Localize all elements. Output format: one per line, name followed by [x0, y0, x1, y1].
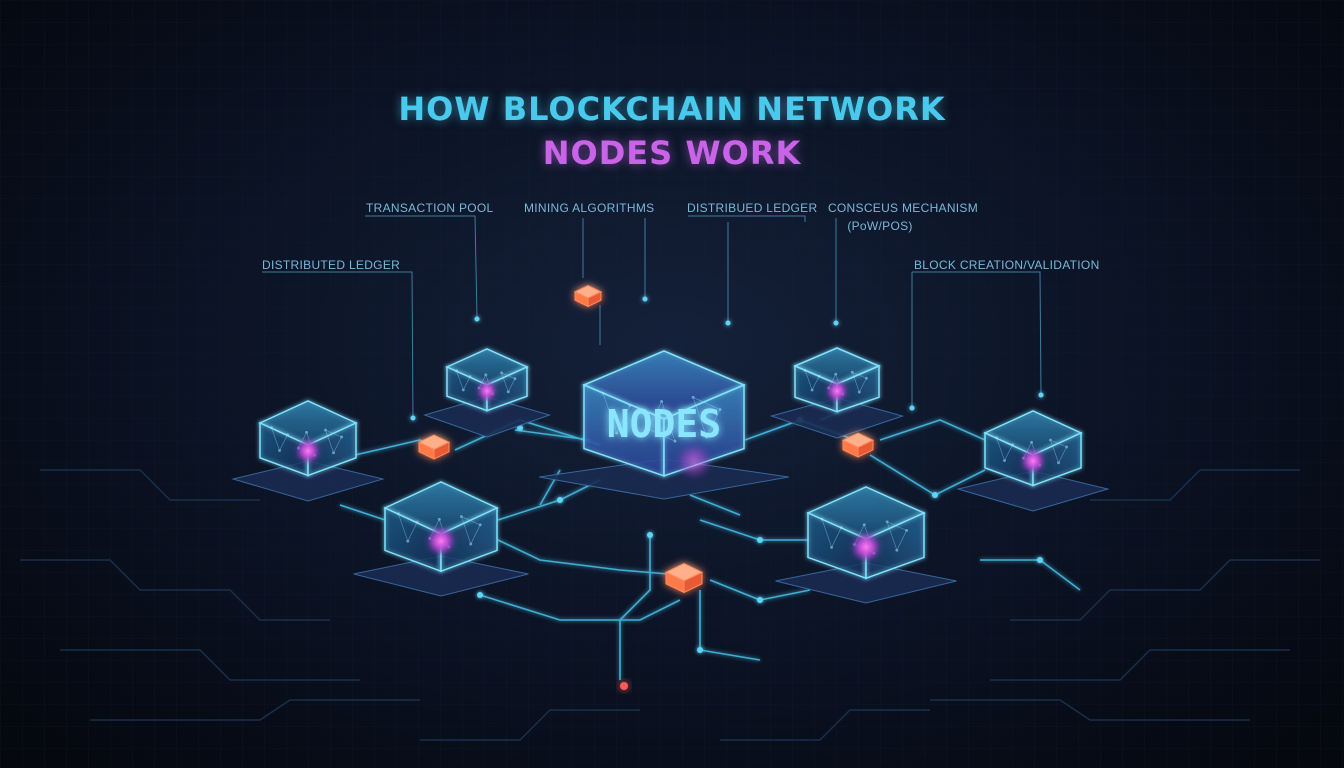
center-node-label: NODES: [607, 402, 721, 446]
node-cube-lower-right: [775, 486, 957, 604]
cube-core-glow: [426, 526, 456, 556]
data-block-bottom: [664, 563, 704, 594]
cube-inner-network: [601, 391, 722, 443]
node-cube-lower-left: [353, 481, 529, 597]
background-circuit-traces: [20, 469, 1320, 741]
node-cube-center: [539, 350, 789, 500]
cube-core-glow: [1020, 448, 1046, 474]
node-cubes: [231, 347, 1110, 604]
label-mining-algorithms: MINING ALGORITHMS: [524, 201, 655, 215]
data-blocks: [417, 285, 875, 594]
node-platform: [539, 458, 789, 500]
label-leader-lines: [262, 215, 1042, 419]
cube-core-glow: [826, 380, 848, 402]
data-block-right: [841, 432, 875, 458]
label-distributed-ledger: DISTRIBUTED LEDGER: [262, 258, 401, 272]
label-block-creation: BLOCK CREATION/VALIDATION: [914, 258, 1100, 272]
node-cube-right: [956, 410, 1110, 512]
node-cube-upper-right: [769, 347, 905, 439]
data-block-top: [573, 285, 603, 308]
cube-core-glow: [295, 438, 321, 464]
cube-core-glow: [850, 531, 882, 563]
node-platform: [775, 562, 957, 604]
node-platform: [353, 555, 529, 597]
cube-inner-network: [455, 369, 517, 396]
node-cube-upper-left: [422, 348, 552, 438]
label-consensus-sub: (PoW/POS): [847, 219, 913, 233]
data-block-left: [417, 434, 451, 460]
node-cube-left: [231, 400, 385, 502]
label-consensus-mechanism: CONSCEUS MECHANISM: [827, 201, 979, 215]
cube-core-glow: [476, 380, 498, 402]
label-transaction-pool: TRANSACTION POOL: [366, 201, 494, 215]
diagram-title-line-1: HOW BLOCKCHAIN NETWORK: [398, 90, 946, 128]
endpoint-dot: [620, 682, 628, 690]
cube-core-glow: [676, 443, 712, 479]
label-distribued-ledger: DISTRIBUED LEDGER: [687, 201, 818, 215]
diagram-title-line-2: NODES WORK: [542, 134, 802, 172]
